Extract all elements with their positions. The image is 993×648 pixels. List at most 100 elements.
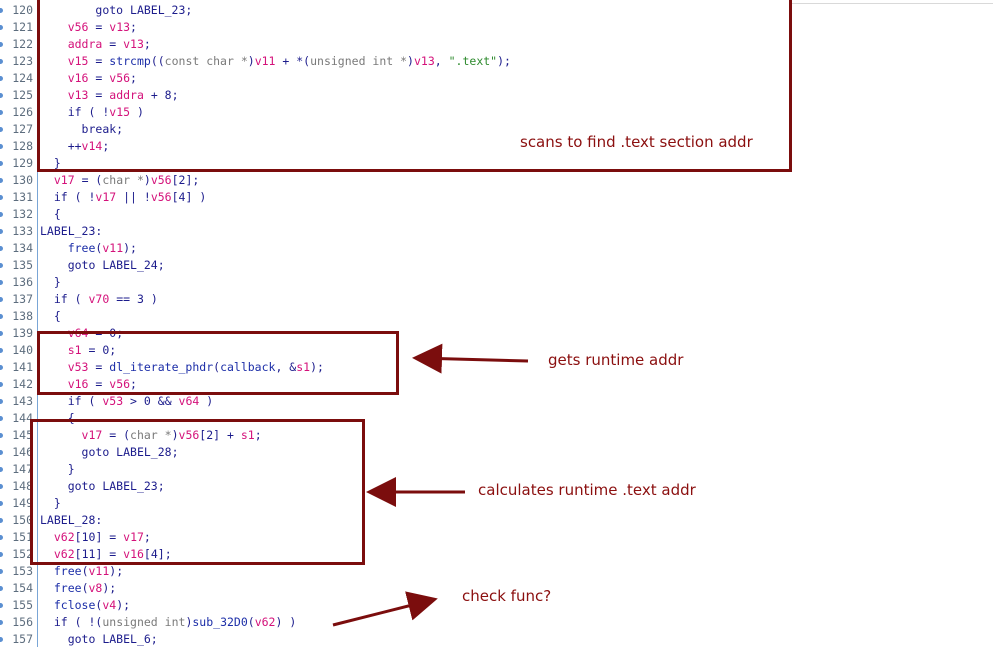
code-line[interactable]: 126 if ( !v15 ): [0, 104, 990, 121]
code-line[interactable]: 155 fclose(v4);: [0, 597, 990, 614]
code-text[interactable]: goto LABEL_23;: [40, 478, 165, 495]
line-marker-icon: [0, 484, 3, 489]
code-line[interactable]: 132 {: [0, 206, 990, 223]
code-line[interactable]: 154 free(v8);: [0, 580, 990, 597]
code-line[interactable]: 153 free(v11);: [0, 563, 990, 580]
code-token: v4: [102, 598, 117, 612]
code-text[interactable]: goto LABEL_28;: [40, 444, 179, 461]
code-token: :: [95, 224, 103, 238]
code-text[interactable]: if ( !(unsigned int)sub_32D0(v62) ): [40, 614, 296, 631]
code-text[interactable]: s1 = 0;: [40, 342, 117, 359]
code-text[interactable]: v62[10] = v17;: [40, 529, 151, 546]
code-line[interactable]: 147 }: [0, 461, 990, 478]
code-line[interactable]: 148 goto LABEL_23;: [0, 478, 990, 495]
code-line[interactable]: 125 v13 = addra + 8;: [0, 87, 990, 104]
code-line[interactable]: 127 break;: [0, 121, 990, 138]
code-text[interactable]: if ( !v17 || !v56[4] ): [40, 189, 206, 206]
code-token: fclose: [53, 598, 96, 612]
code-token: addra: [109, 88, 144, 102]
code-line[interactable]: 156 if ( !(unsigned int)sub_32D0(v62) ): [0, 614, 990, 631]
code-text[interactable]: if ( v70 == 3 ): [40, 291, 158, 308]
code-token: v56: [150, 190, 172, 204]
code-token: ;: [185, 3, 193, 17]
code-line[interactable]: 138 {: [0, 308, 990, 325]
code-text[interactable]: free(v11);: [40, 240, 137, 257]
code-line[interactable]: 146 goto LABEL_28;: [0, 444, 990, 461]
code-text[interactable]: addra = v13;: [40, 36, 151, 53]
code-text[interactable]: }: [40, 274, 61, 291]
code-text[interactable]: LABEL_23:: [40, 223, 102, 240]
code-text[interactable]: v56 = v13;: [40, 19, 137, 36]
code-text[interactable]: goto LABEL_23;: [40, 2, 192, 19]
code-text[interactable]: free(v11);: [40, 563, 123, 580]
code-token: v8: [88, 581, 103, 595]
code-text[interactable]: v13 = addra + 8;: [40, 87, 179, 104]
code-line[interactable]: 145 v17 = (char *)v56[2] + s1;: [0, 427, 990, 444]
code-text[interactable]: free(v8);: [40, 580, 116, 597]
code-line[interactable]: 135 goto LABEL_24;: [0, 257, 990, 274]
code-token: );: [310, 360, 324, 374]
line-marker-icon: [0, 501, 3, 506]
code-token: char *: [102, 173, 144, 187]
code-token: ;: [150, 632, 158, 646]
code-text[interactable]: v53 = dl_iterate_phdr(callback, &s1);: [40, 359, 324, 376]
code-line[interactable]: 141 v53 = dl_iterate_phdr(callback, &s1)…: [0, 359, 990, 376]
code-line[interactable]: 144 {: [0, 410, 990, 427]
code-text[interactable]: }: [40, 461, 75, 478]
code-text[interactable]: goto LABEL_6;: [40, 631, 158, 648]
line-number: 153: [12, 564, 33, 578]
code-line[interactable]: 120 goto LABEL_23;: [0, 2, 990, 19]
code-line[interactable]: 130 v17 = (char *)v56[2];: [0, 172, 990, 189]
code-token: goto: [67, 632, 103, 646]
line-marker-icon: [0, 603, 3, 608]
code-text[interactable]: v17 = (char *)v56[2];: [40, 172, 199, 189]
code-text[interactable]: }: [40, 155, 61, 172]
code-line[interactable]: 129 }: [0, 155, 990, 172]
code-token: v64: [178, 394, 200, 408]
code-text[interactable]: if ( v53 > 0 && v64 ): [40, 393, 213, 410]
code-token: 0: [102, 343, 110, 357]
code-text[interactable]: break;: [40, 121, 124, 138]
code-text[interactable]: {: [40, 410, 75, 427]
code-token: );: [497, 54, 511, 68]
code-text[interactable]: v62[11] = v16[4];: [40, 546, 172, 563]
code-line[interactable]: 137 if ( v70 == 3 ): [0, 291, 990, 308]
code-line[interactable]: 128 ++v14;: [0, 138, 990, 155]
code-token: =: [88, 360, 110, 374]
code-line[interactable]: 134 free(v11);: [0, 240, 990, 257]
code-line[interactable]: 142 v16 = v56;: [0, 376, 990, 393]
code-text[interactable]: v15 = strcmp((const char *)v11 + *(unsig…: [40, 53, 511, 70]
code-token: v15: [109, 105, 131, 119]
code-token: free: [67, 241, 96, 255]
code-token: =: [88, 88, 110, 102]
code-line[interactable]: 149 }: [0, 495, 990, 512]
code-line[interactable]: 157 goto LABEL_6;: [0, 631, 990, 648]
code-line[interactable]: 136 }: [0, 274, 990, 291]
code-line[interactable]: 123 v15 = strcmp((const char *)v11 + *(u…: [0, 53, 990, 70]
code-text[interactable]: }: [40, 495, 61, 512]
code-text[interactable]: v16 = v56;: [40, 376, 137, 393]
code-line[interactable]: 121 v56 = v13;: [0, 19, 990, 36]
code-text[interactable]: if ( !v15 ): [40, 104, 144, 121]
line-number: 150: [12, 513, 33, 527]
line-number: 147: [12, 462, 33, 476]
code-line[interactable]: 150 LABEL_28:: [0, 512, 990, 529]
code-text[interactable]: v16 = v56;: [40, 70, 137, 87]
code-text[interactable]: fclose(v4);: [40, 597, 130, 614]
code-text[interactable]: {: [40, 308, 61, 325]
code-line[interactable]: 152 v62[11] = v16[4];: [0, 546, 990, 563]
code-line[interactable]: 122 addra = v13;: [0, 36, 990, 53]
code-text[interactable]: {: [40, 206, 61, 223]
code-token: (: [95, 241, 103, 255]
code-text[interactable]: v17 = (char *)v56[2] + s1;: [40, 427, 262, 444]
code-line[interactable]: 140 s1 = 0;: [0, 342, 990, 359]
code-text[interactable]: LABEL_28:: [40, 512, 102, 529]
code-line[interactable]: 131 if ( !v17 || !v56[4] ): [0, 189, 990, 206]
code-text[interactable]: goto LABEL_24;: [40, 257, 165, 274]
code-line[interactable]: 151 v62[10] = v17;: [0, 529, 990, 546]
code-text[interactable]: ++v14;: [40, 138, 110, 155]
code-line[interactable]: 143 if ( v53 > 0 && v64 ): [0, 393, 990, 410]
code-line[interactable]: 124 v16 = v56;: [0, 70, 990, 87]
